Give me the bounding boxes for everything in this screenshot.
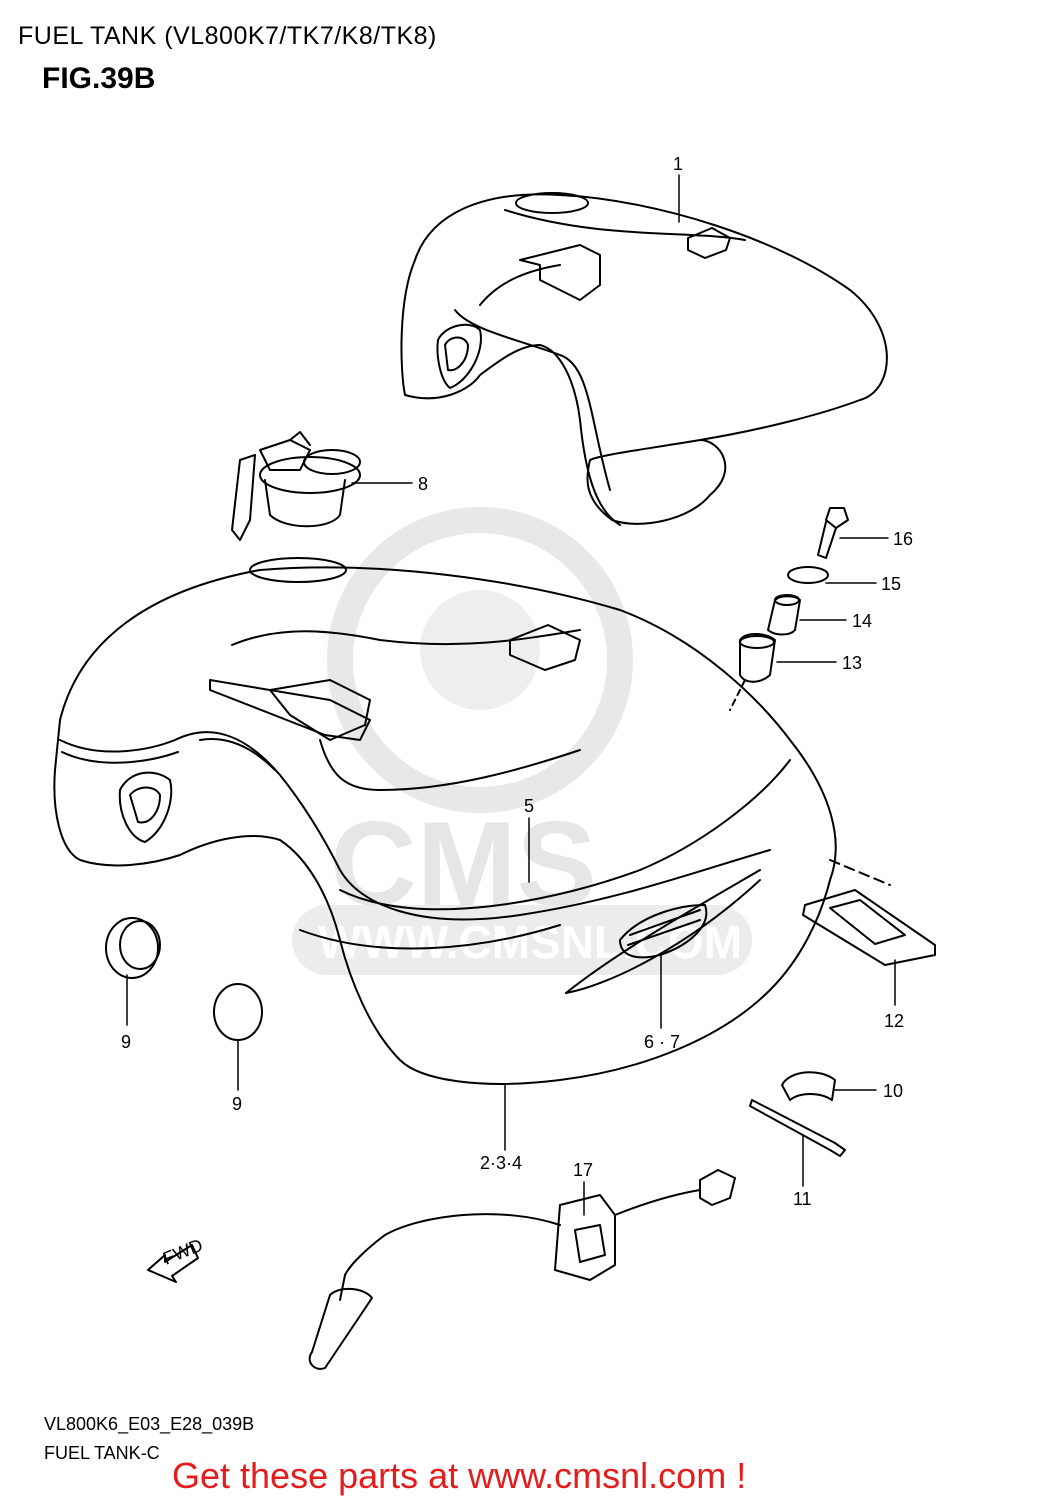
callout-11: 11	[793, 1189, 812, 1209]
callout-12: 12	[884, 1011, 904, 1031]
callout-9b: 9	[232, 1094, 242, 1114]
callout-13: 13	[842, 653, 862, 673]
diagram-code: VL800K6_E03_E28_039B	[44, 1414, 255, 1434]
callout-5: 5	[524, 796, 534, 816]
callout-17: 17	[573, 1160, 593, 1180]
leader-lines	[126, 174, 896, 1216]
part-cable-tie	[749, 1099, 846, 1157]
diagram-subtitle: FUEL TANK-C	[44, 1443, 160, 1463]
part-mount-bolt-stack	[729, 507, 849, 711]
part-rubber-pad	[802, 859, 936, 966]
callout-2-3-4: 2·3·4	[480, 1153, 522, 1173]
part-fuel-tank-main	[53, 557, 837, 1085]
callout-9a: 9	[121, 1032, 131, 1052]
promo-link[interactable]: Get these parts at www.cmsnl.com !	[172, 1455, 747, 1496]
callout-6-7: 6 · 7	[644, 1032, 680, 1052]
fwd-arrow-icon	[147, 1244, 199, 1283]
diagram-title: FUEL TANK (VL800K7/TK7/K8/TK8)	[18, 22, 437, 50]
part-fuel-sender	[308, 1169, 736, 1370]
callout-15: 15	[881, 574, 901, 594]
part-emblem	[619, 904, 708, 959]
callout-1: 1	[673, 154, 683, 174]
callout-14: 14	[852, 611, 872, 631]
callout-16: 16	[893, 529, 913, 549]
part-plug-b	[213, 983, 263, 1041]
watermark-url: WWW.CMSNL.COM	[318, 916, 742, 968]
part-tank-cover-top	[400, 192, 888, 526]
part-plug-a	[105, 917, 161, 979]
part-clamp	[781, 1071, 836, 1101]
callout-10: 10	[883, 1081, 903, 1101]
fwd-label: FWD	[160, 1235, 205, 1269]
callout-8: 8	[418, 474, 428, 494]
part-fuel-cap	[231, 431, 361, 541]
figure-number: FIG.39B	[42, 62, 156, 95]
callout-labels: 1 8 16 15 14 13 5 12 9 6 · 7 9 10 2·3·4 …	[121, 154, 913, 1269]
